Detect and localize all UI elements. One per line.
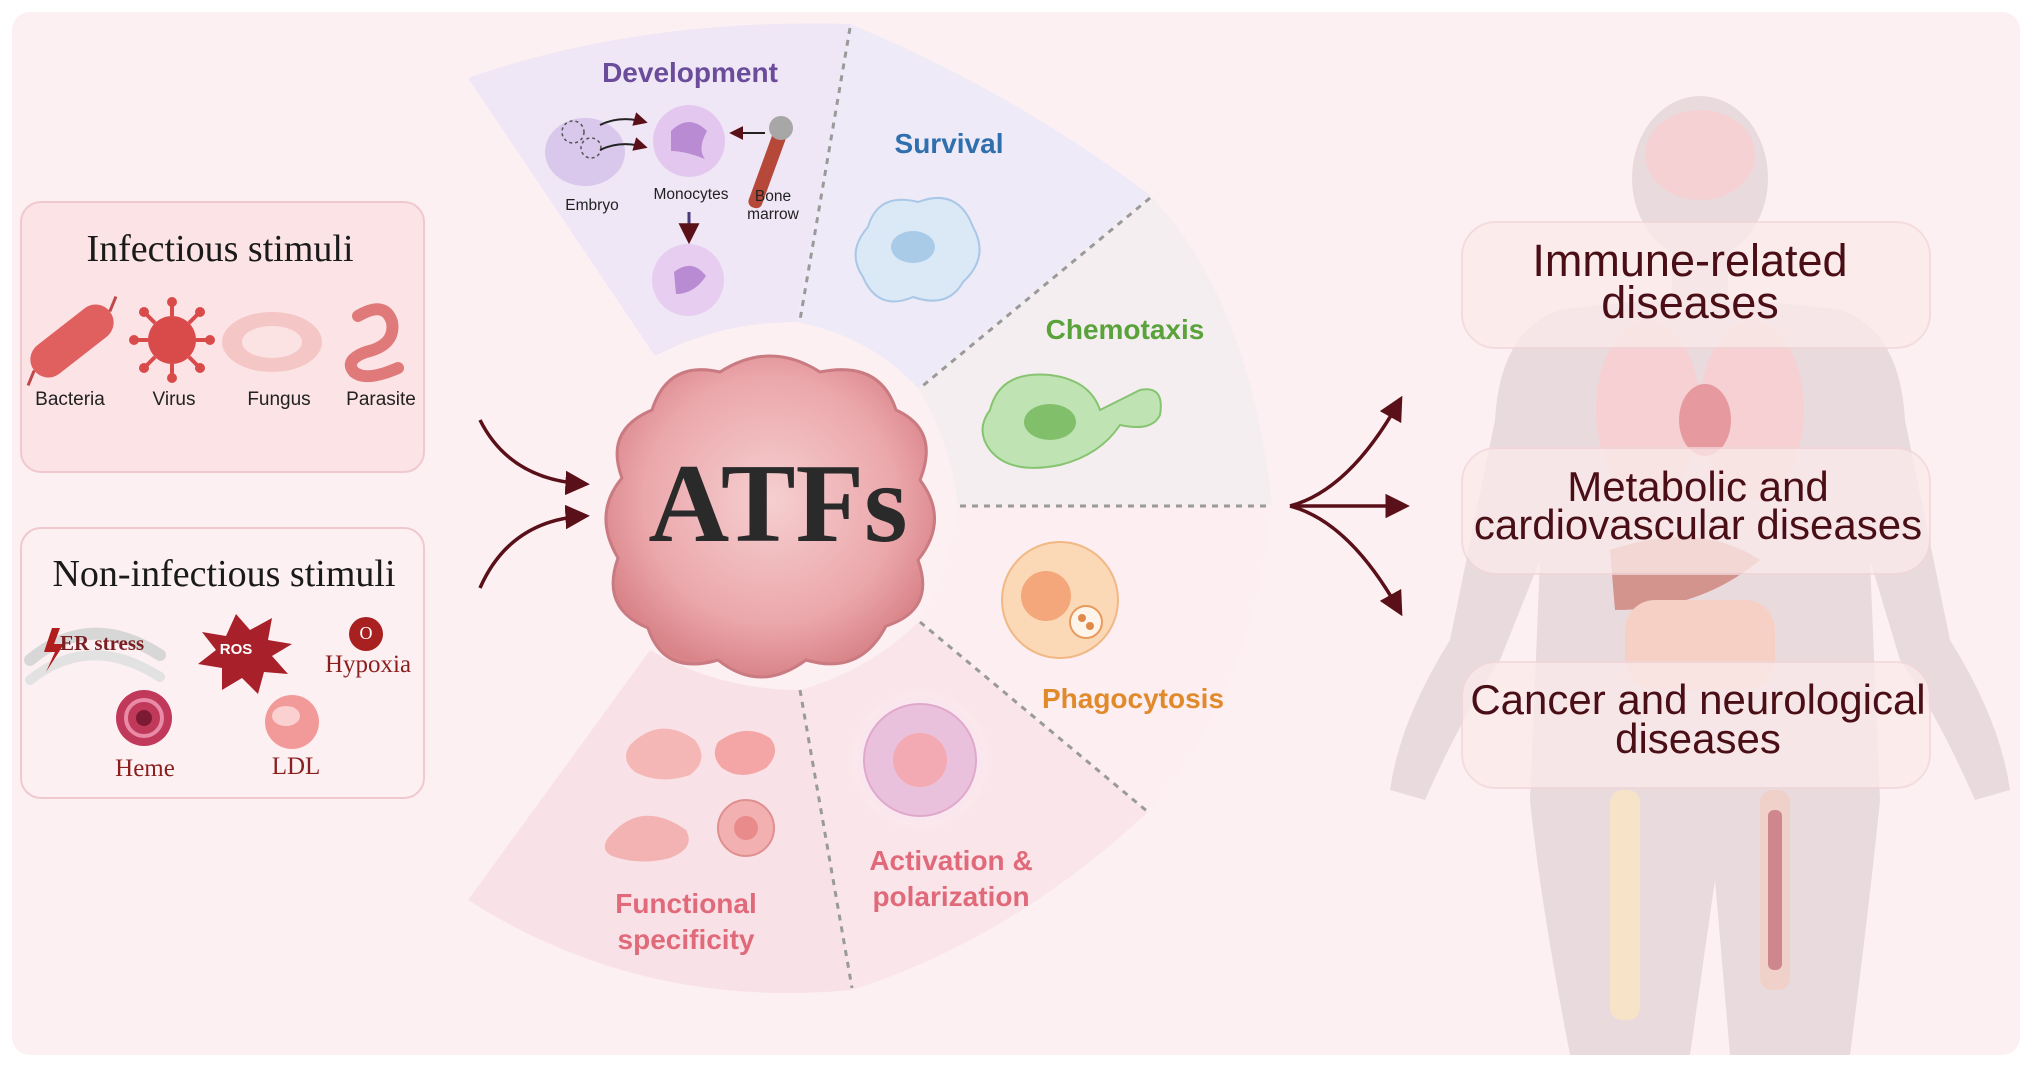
bone-marrow-icon	[748, 116, 793, 209]
heme-label: Heme	[115, 755, 175, 782]
disease-immune: Immune-related diseases	[1532, 235, 1848, 328]
survival-label: Survival	[894, 128, 1004, 159]
hypoxia-symbol: O	[359, 623, 373, 643]
chemotaxis-label: Chemotaxis	[1045, 314, 1205, 345]
virus-label: Virus	[152, 389, 196, 410]
ros-icon	[198, 614, 292, 694]
infectious-box	[20, 201, 425, 473]
virus-icon	[129, 297, 215, 383]
ldl-icon	[265, 695, 319, 749]
embryo-label: Embryo	[565, 197, 619, 214]
parasite-icon	[345, 303, 404, 383]
disease-boxes	[1461, 221, 1931, 789]
hypoxia-icon	[349, 617, 383, 651]
bone-marrow-label: Bone marrow	[747, 188, 799, 223]
parasite-label: Parasite	[346, 389, 416, 410]
er-stress-label: ER stress	[60, 631, 145, 655]
phagocytosis-cell-icon	[1001, 541, 1119, 659]
arrows-to-diseases	[1289, 395, 1410, 617]
disease-metabolic: Metabolic and cardiovascular diseases	[1473, 463, 1923, 548]
arrow-noninfectious-to-atfs	[478, 504, 590, 589]
disease-cancer: Cancer and neurological diseases	[1470, 676, 1926, 762]
hypoxia-label: Hypoxia	[324, 651, 412, 678]
heme-icon	[116, 690, 172, 746]
sector-development	[468, 23, 850, 357]
functional-specificity-label: Functional specificity	[615, 888, 757, 955]
activation-label: Activation & polarization	[869, 845, 1033, 912]
embryo-icon	[545, 118, 625, 186]
non-infectious-stimuli-title: Non-infectious stimuli	[52, 553, 396, 595]
monocyte-icon	[653, 105, 725, 177]
chemotaxis-cell-icon	[981, 373, 1162, 469]
arrow-infectious-to-atfs	[478, 419, 590, 496]
atfs-title: ATFs	[648, 442, 908, 566]
macrophage-icon	[652, 244, 724, 316]
ros-label: ROS	[219, 641, 253, 658]
bacteria-icon	[26, 295, 118, 387]
activation-cell-icon	[848, 688, 992, 832]
phagocytosis-label: Phagocytosis	[1041, 683, 1225, 714]
er-stress-icon	[24, 627, 166, 685]
survival-cell-icon	[854, 197, 981, 303]
monocytes-label: Monocytes	[653, 186, 729, 203]
ldl-label: LDL	[271, 753, 321, 780]
infectious-stimuli-title: Infectious stimuli	[86, 228, 354, 270]
functional-cells-icons	[604, 728, 776, 862]
bacteria-label: Bacteria	[35, 389, 105, 410]
atf-cell	[604, 354, 936, 679]
sector-dividers	[798, 27, 1272, 989]
arrow-embryo-to-monocyte-2	[599, 137, 648, 151]
arrow-embryo-to-monocyte	[599, 112, 648, 126]
fungus-label: Fungus	[247, 389, 311, 410]
development-label: Development	[602, 57, 778, 88]
fungus-icon	[222, 312, 322, 372]
